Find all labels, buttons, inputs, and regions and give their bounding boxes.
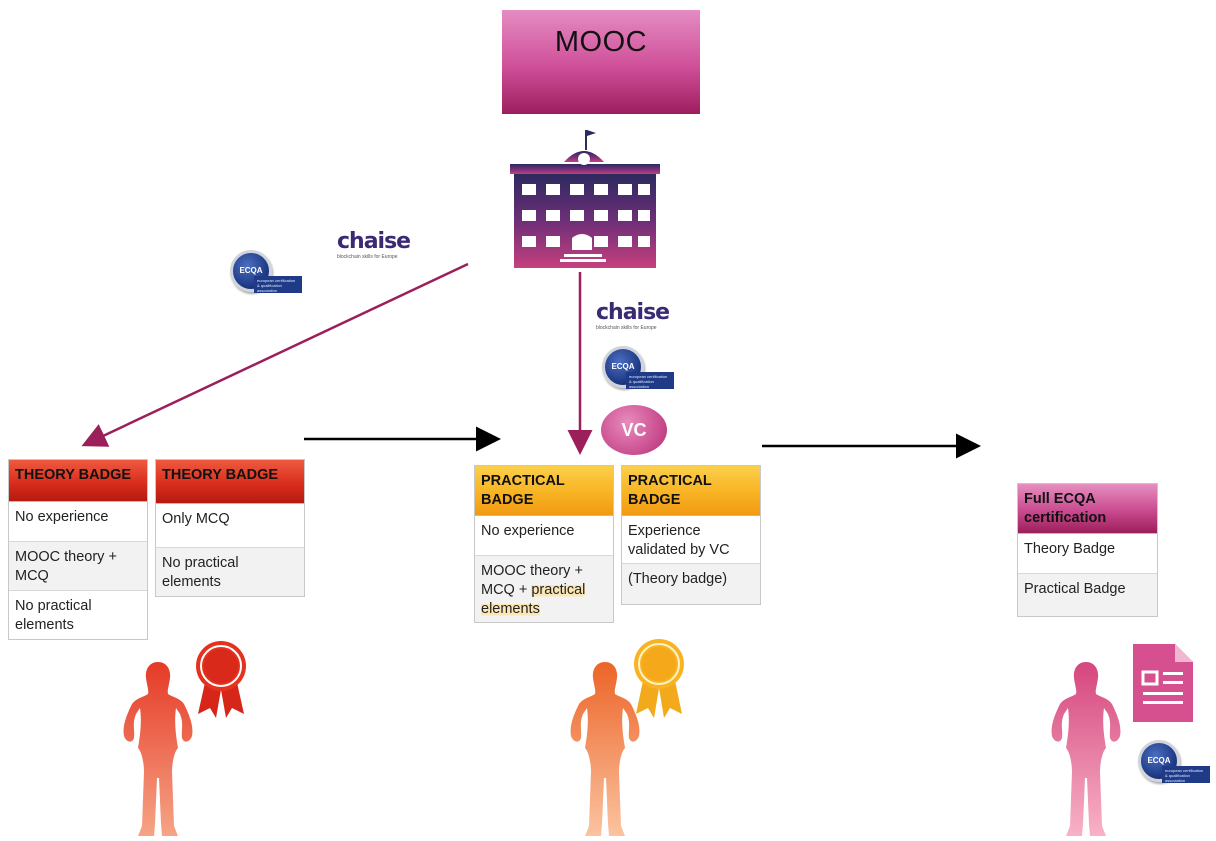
practical-badge-header: PRACTICAL BADGE xyxy=(475,466,613,516)
practical-badge-row: MOOC theory + MCQ + practical elements xyxy=(475,556,613,622)
ecqa-caption: european certification & qualification a… xyxy=(626,372,674,389)
theory-badge-header: THEORY BADGE xyxy=(156,460,304,504)
ecqa-logo: ECQA european certification & qualificat… xyxy=(602,346,676,394)
theory-badge-table-2: THEORY BADGE Only MCQ No practical eleme… xyxy=(155,459,305,597)
theory-badge-header: THEORY BADGE xyxy=(9,460,147,502)
chaise-logo: chaise blockchain skills for Europe xyxy=(596,302,676,332)
practical-badge-row: (Theory badge) xyxy=(622,564,760,604)
practical-badge-table-2: PRACTICAL BADGE Experience validated by … xyxy=(621,465,761,605)
full-ecqa-table: Full ECQA certification Theory Badge Pra… xyxy=(1017,483,1158,617)
chaise-logo: chaise blockchain skills for Europe xyxy=(337,231,417,261)
theory-badge-row: No experience xyxy=(9,502,147,542)
practical-badge-header: PRACTICAL BADGE xyxy=(622,466,760,516)
mooc-label: MOOC xyxy=(554,26,648,58)
practical-badge-row: Experience validated by VC xyxy=(622,516,760,564)
chaise-tagline: blockchain skills for Europe xyxy=(596,325,657,331)
university-building-icon xyxy=(510,130,660,268)
practical-row-text: MOOC theory + MCQ + xyxy=(481,563,583,598)
chaise-tagline: blockchain skills for Europe xyxy=(337,254,398,260)
practical-badge-row: No experience xyxy=(475,516,613,556)
practical-badge-table-1: PRACTICAL BADGE No experience MOOC theor… xyxy=(474,465,614,623)
chaise-wordmark: chaise xyxy=(337,229,411,254)
full-ecqa-header: Full ECQA certification xyxy=(1018,484,1157,534)
woman-silhouette-icon xyxy=(1051,662,1121,836)
mooc-box: MOOC xyxy=(502,10,700,114)
rosette-gold-icon xyxy=(634,639,684,718)
chaise-wordmark: chaise xyxy=(596,300,670,325)
ecqa-caption: european certification & qualification a… xyxy=(1162,766,1210,783)
woman-silhouette-icon xyxy=(123,662,193,836)
certificate-document-icon xyxy=(1133,644,1193,722)
theory-badge-table-1: THEORY BADGE No experience MOOC theory +… xyxy=(8,459,148,640)
ecqa-logo: ECQA european certification & qualificat… xyxy=(230,250,304,298)
theory-badge-row: No practical elements xyxy=(15,598,92,633)
theory-badge-row: Only MCQ xyxy=(156,504,304,548)
vc-badge: VC xyxy=(601,405,667,455)
arrow-to-theory-badge xyxy=(81,262,469,447)
woman-silhouette-icon xyxy=(570,662,640,836)
full-ecqa-row: Theory Badge xyxy=(1018,534,1157,574)
theory-badge-row: MOOC theory + MCQ xyxy=(9,542,147,591)
full-ecqa-row: Practical Badge xyxy=(1018,574,1157,616)
rosette-red-icon xyxy=(196,641,246,718)
theory-badge-row: No practical elements xyxy=(156,548,304,596)
ecqa-logo: ECQA european certification & qualificat… xyxy=(1138,740,1212,788)
ecqa-caption: european certification & qualification a… xyxy=(254,276,302,293)
